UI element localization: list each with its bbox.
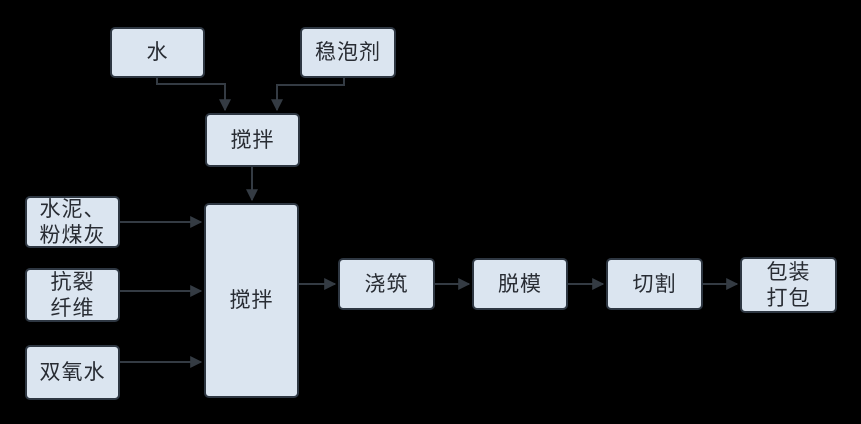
- node-demolding-label: 脱模: [498, 271, 542, 296]
- node-cutting-label: 切割: [632, 271, 677, 296]
- node-cement-fly-ash: 水泥、 粉煤灰: [25, 196, 120, 248]
- node-foam-stabilizer-label: 稳泡剂: [315, 40, 381, 65]
- node-cutting: 切割: [606, 258, 703, 310]
- node-mix-main-label: 搅拌: [229, 288, 274, 313]
- node-water: 水: [110, 27, 205, 78]
- node-hydrogen-peroxide: 双氧水: [25, 345, 120, 400]
- node-pouring: 浇筑: [338, 258, 435, 310]
- edge-foam-stabilizer-to-mix-foam: [271, 78, 345, 112]
- node-packaging-label: 包装 打包: [766, 259, 811, 310]
- node-mix-foam-label: 搅拌: [230, 127, 275, 152]
- node-anti-crack-fiber-label: 抗裂 纤维: [50, 269, 95, 320]
- node-demolding: 脱模: [472, 258, 568, 310]
- node-foam-stabilizer: 稳泡剂: [300, 27, 396, 78]
- node-cement-fly-ash-label: 水泥、 粉煤灰: [39, 196, 106, 247]
- node-water-label: 水: [146, 40, 169, 65]
- node-anti-crack-fiber: 抗裂 纤维: [25, 268, 120, 322]
- node-pouring-label: 浇筑: [364, 271, 409, 296]
- edge-water-to-mix-foam: [156, 78, 231, 112]
- node-mix-foam: 搅拌: [205, 113, 300, 167]
- node-packaging: 包装 打包: [740, 257, 837, 313]
- node-hydrogen-peroxide-label: 双氧水: [39, 360, 106, 385]
- node-mix-main: 搅拌: [204, 203, 299, 398]
